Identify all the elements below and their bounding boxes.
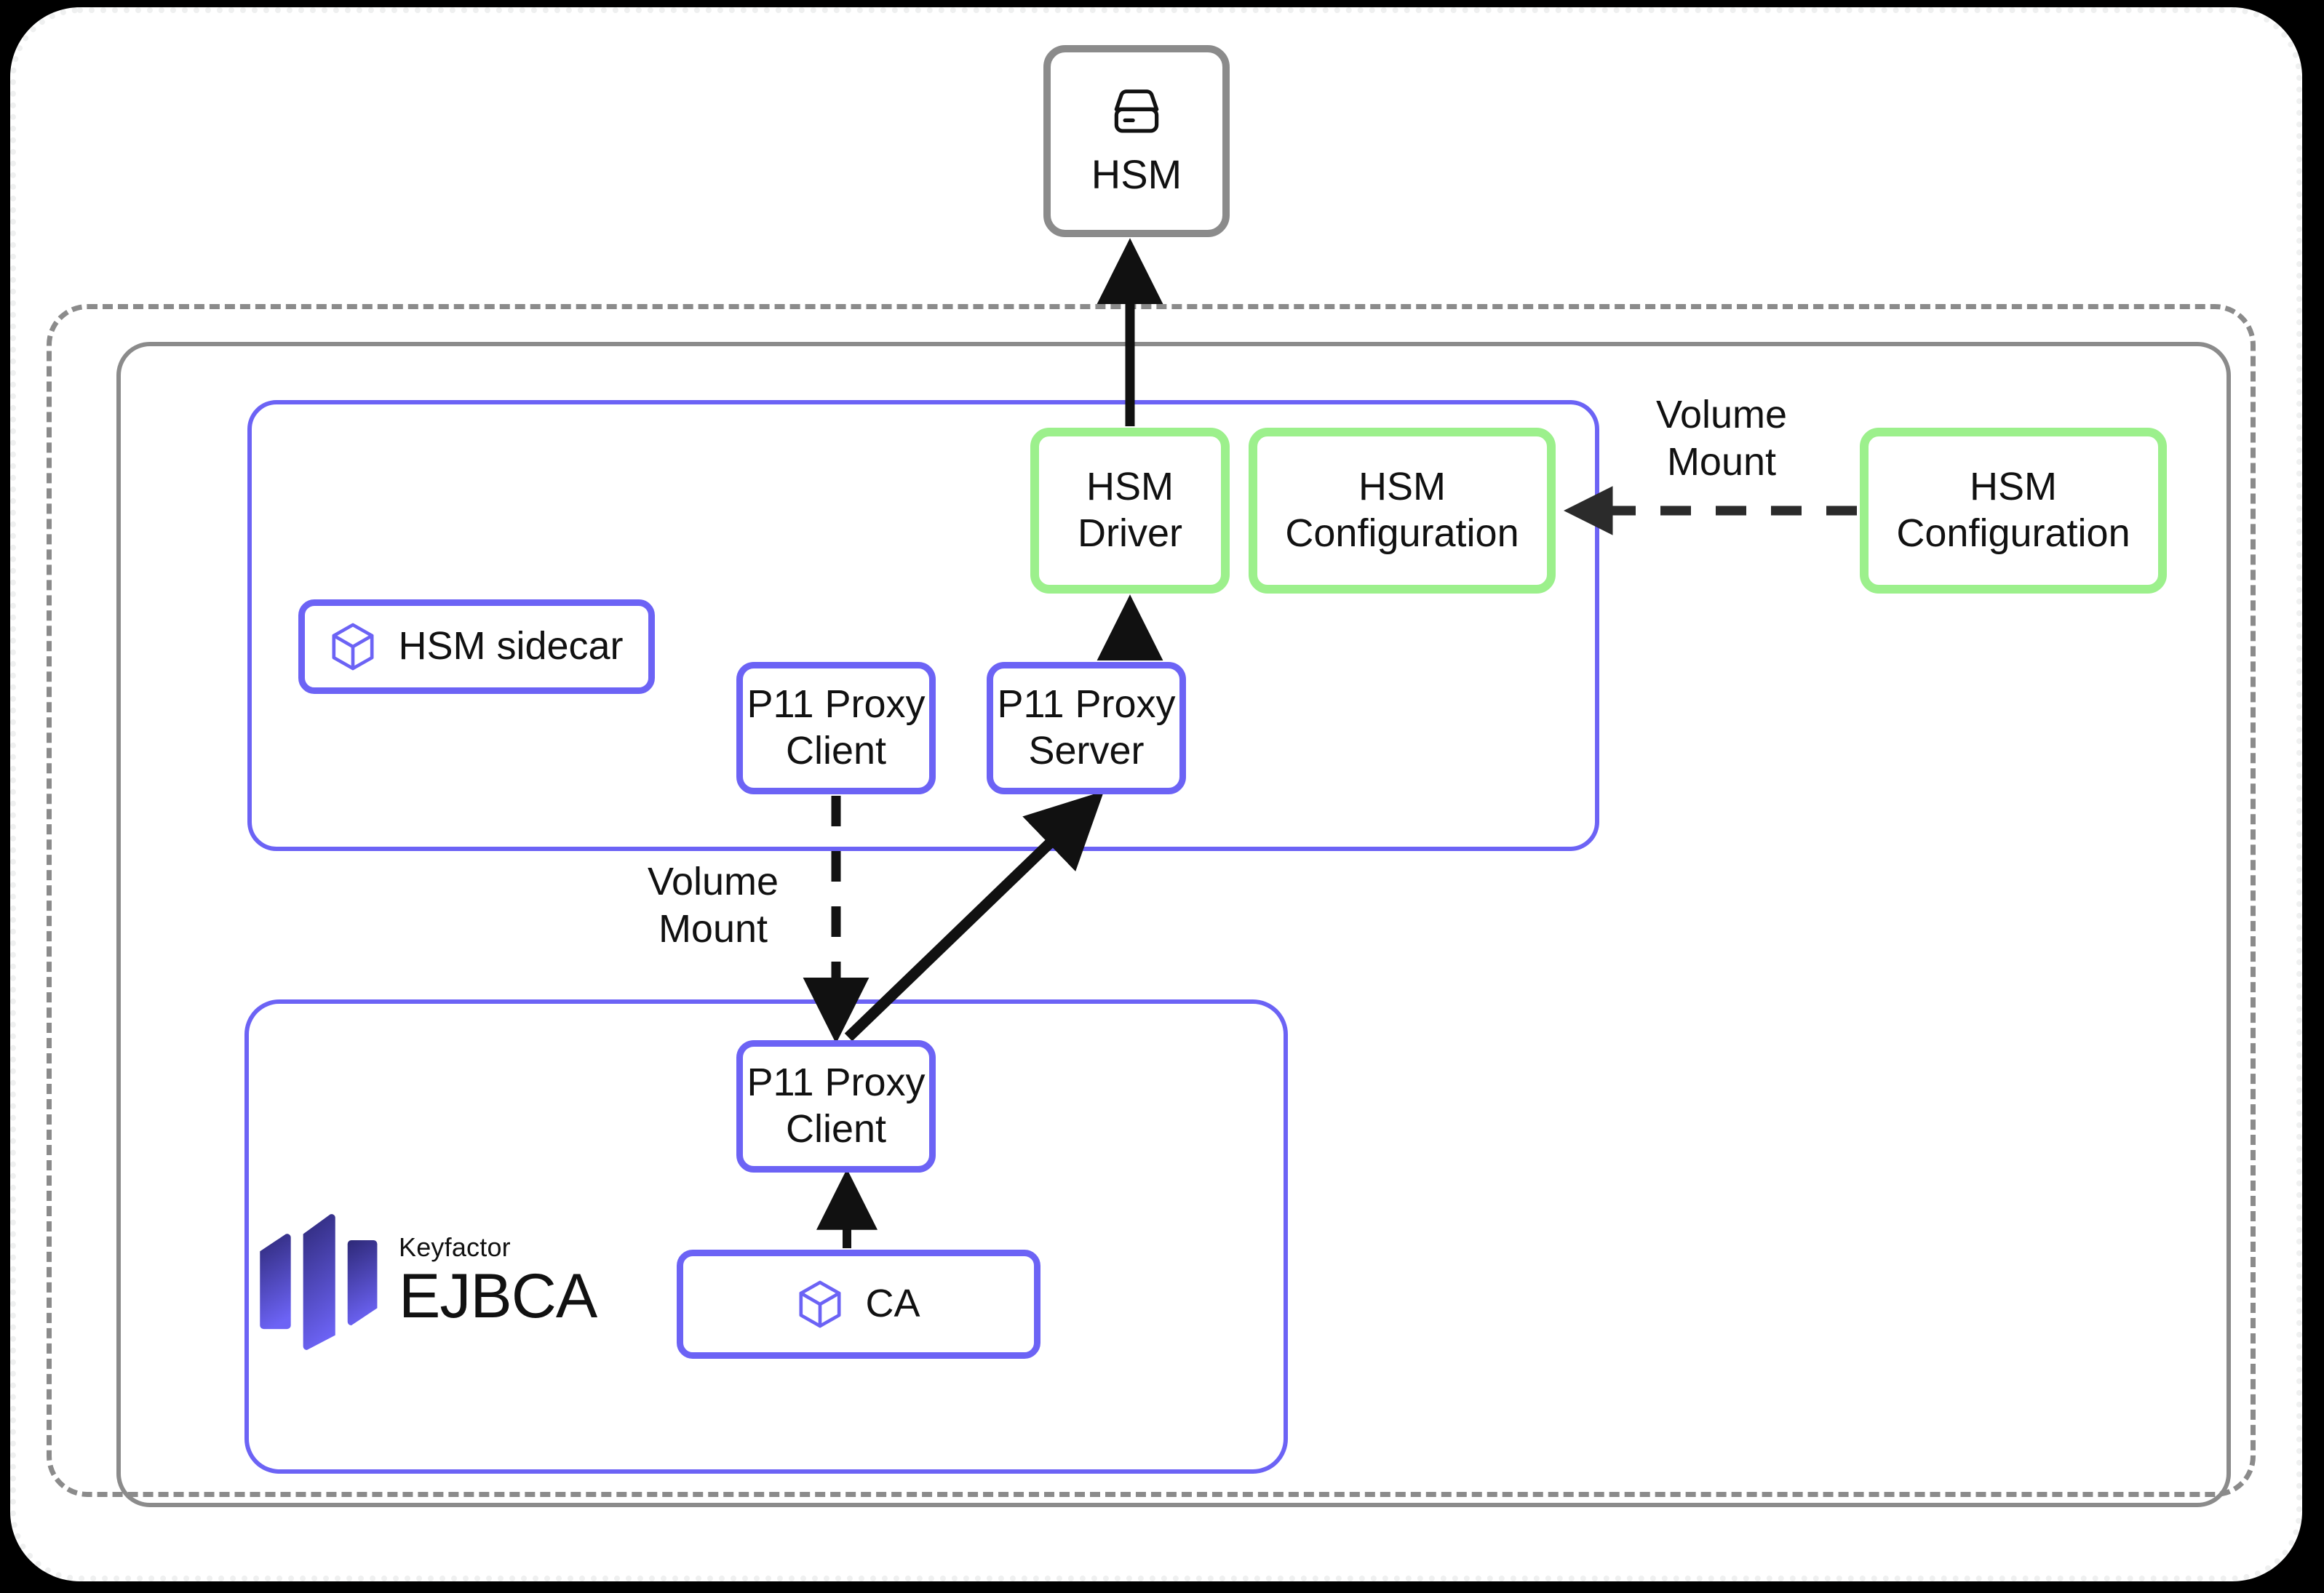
- ejbca-logo-mark-icon: [260, 1214, 378, 1350]
- node-p11-proxy-client-ejbca-line2: Client: [785, 1107, 887, 1151]
- label-volume-mount-middle: Volume Mount: [647, 860, 779, 951]
- node-hsm-configuration-inner[interactable]: HSM Configuration: [1249, 428, 1556, 594]
- node-hsm-driver[interactable]: HSM Driver: [1030, 428, 1230, 594]
- node-p11-proxy-client-sidecar-line1: P11 Proxy: [747, 682, 926, 727]
- cube-icon: [797, 1279, 843, 1330]
- node-hsm-configuration-outer[interactable]: HSM Configuration: [1860, 428, 2167, 594]
- node-p11-proxy-client-ejbca[interactable]: P11 Proxy Client: [736, 1040, 936, 1173]
- label-volume-mount-right: Volume Mount: [1655, 393, 1788, 484]
- node-ca[interactable]: CA: [677, 1250, 1040, 1359]
- node-hsm[interactable]: HSM: [1043, 45, 1230, 237]
- node-hsm-sidecar-label: HSM sidecar: [398, 624, 624, 668]
- node-p11-proxy-server[interactable]: P11 Proxy Server: [987, 662, 1186, 794]
- node-hsm-configuration-outer-line1: HSM: [1970, 465, 2057, 509]
- ejbca-product-text: EJBCA: [399, 1261, 597, 1331]
- keyfactor-brand-text: Keyfactor: [399, 1232, 511, 1262]
- dashed-boundary-container: [47, 304, 2256, 1497]
- ejbca-wordmark: Keyfactor EJBCA: [399, 1234, 597, 1328]
- keyfactor-ejbca-logo: Keyfactor EJBCA: [256, 1205, 642, 1357]
- node-hsm-sidecar[interactable]: HSM sidecar: [298, 599, 655, 694]
- node-hsm-configuration-inner-line2: Configuration: [1285, 511, 1519, 555]
- hsm-appliance-icon: [1105, 84, 1168, 139]
- node-hsm-configuration-outer-line2: Configuration: [1896, 511, 2130, 555]
- node-p11-proxy-client-sidecar-line2: Client: [785, 729, 887, 772]
- solid-boundary-container: [116, 342, 2231, 1507]
- node-p11-proxy-server-line2: Server: [1028, 729, 1145, 772]
- ejbca-pod-container: [244, 999, 1288, 1474]
- node-hsm-driver-line2: Driver: [1078, 511, 1182, 555]
- node-p11-proxy-client-ejbca-line1: P11 Proxy: [747, 1061, 926, 1105]
- cube-icon: [330, 621, 376, 672]
- node-p11-proxy-server-line1: P11 Proxy: [997, 682, 1176, 727]
- node-hsm-configuration-inner-line1: HSM: [1358, 465, 1446, 509]
- node-hsm-label: HSM: [1091, 151, 1182, 197]
- node-p11-proxy-client-sidecar[interactable]: P11 Proxy Client: [736, 662, 936, 794]
- node-hsm-driver-line1: HSM: [1086, 465, 1174, 509]
- node-ca-label: CA: [865, 1282, 920, 1326]
